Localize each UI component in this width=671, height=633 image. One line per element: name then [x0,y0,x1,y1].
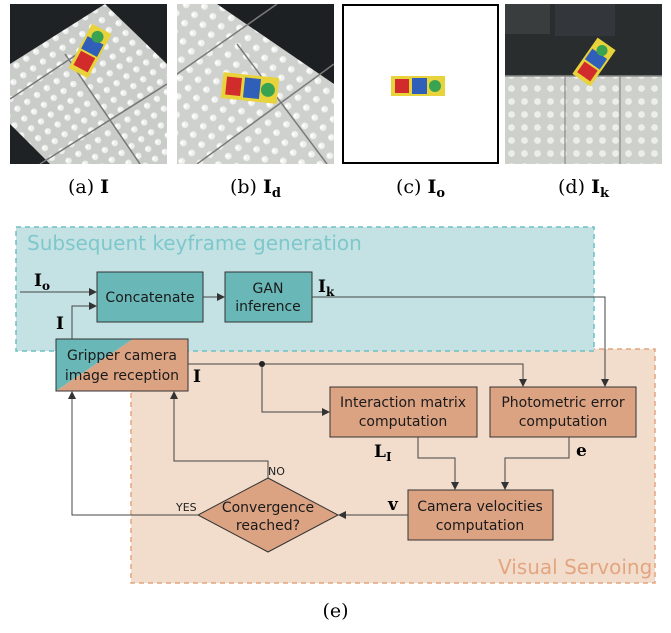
box-interaction-label-2: computation [359,414,448,430]
box-interaction-label-1: Interaction matrix [340,395,466,411]
label-io: Io [34,271,50,293]
box-gripper-camera [55,338,189,392]
arrow-gripper-photometric [188,363,527,387]
box-gripper-label-2: image reception [65,368,179,384]
panel-d-image [505,4,662,164]
caption-b: (b) Id [177,176,334,201]
label-i-gripper: I [193,367,201,387]
caption-e: (e) [322,600,349,622]
decision-label-1: Convergence [222,500,314,516]
arrow-interaction-velocities [417,437,459,490]
box-photometric-error [489,386,637,438]
arrow-photometric-velocities [501,437,570,490]
panel-a-image [10,4,167,164]
arrow-branch-interaction [261,364,330,416]
box-photometric-label-1: Photometric error [501,395,625,411]
label-no: NO [268,465,285,478]
arrow-gripper-concatenate [71,302,97,339]
decision-convergence [196,477,340,553]
caption-a: (a) I [10,176,167,198]
box-concatenate-label: Concatenate [105,290,194,306]
region-servoing-title: Visual Servoing [498,555,652,579]
arrow-decision-yes [68,391,198,516]
label-ik: Ik [318,277,335,299]
box-interaction-matrix [329,386,478,438]
label-i-concat: I [56,314,64,334]
caption-d-subscript: k [599,186,609,201]
box-photometric-label-2: computation [519,414,608,430]
caption-a-symbol: I [100,176,110,198]
label-v: v [387,495,399,515]
caption-d-symbol: I [591,176,600,198]
caption-c-symbol: I [427,176,437,198]
label-li: LI [374,442,392,464]
panel-b-image [177,4,334,164]
caption-b-symbol: I [263,176,272,198]
caption-d: (d) Ik [505,176,662,201]
caption-a-label: (a) [67,176,95,198]
arrow-gan-photometric [312,296,609,387]
decision-label-2: reached? [236,518,300,534]
panel-c-image [342,4,499,164]
label-yes: YES [175,501,197,514]
box-camera-velocities [407,489,554,541]
box-gan-label-2: inference [235,299,301,315]
caption-d-label: (d) [558,176,586,198]
junction-dot [259,361,265,367]
box-velocities-label-1: Camera velocities [417,499,543,515]
caption-c-subscript: o [436,186,446,201]
box-gripper-label-1: Gripper camera [67,348,177,364]
box-gan-label-1: GAN [253,281,284,297]
caption-b-subscript: d [271,186,282,201]
caption-b-label: (b) [229,176,257,198]
caption-c-label: (c) [395,176,422,198]
region-keyframe-title: Subsequent keyframe generation [27,231,362,255]
label-e: e [576,441,587,461]
box-velocities-label-2: computation [436,518,525,534]
region-visual-servoing [130,348,656,584]
box-gan-inference [224,271,313,323]
arrow-decision-no [170,391,269,478]
caption-c: (c) Io [342,176,499,201]
